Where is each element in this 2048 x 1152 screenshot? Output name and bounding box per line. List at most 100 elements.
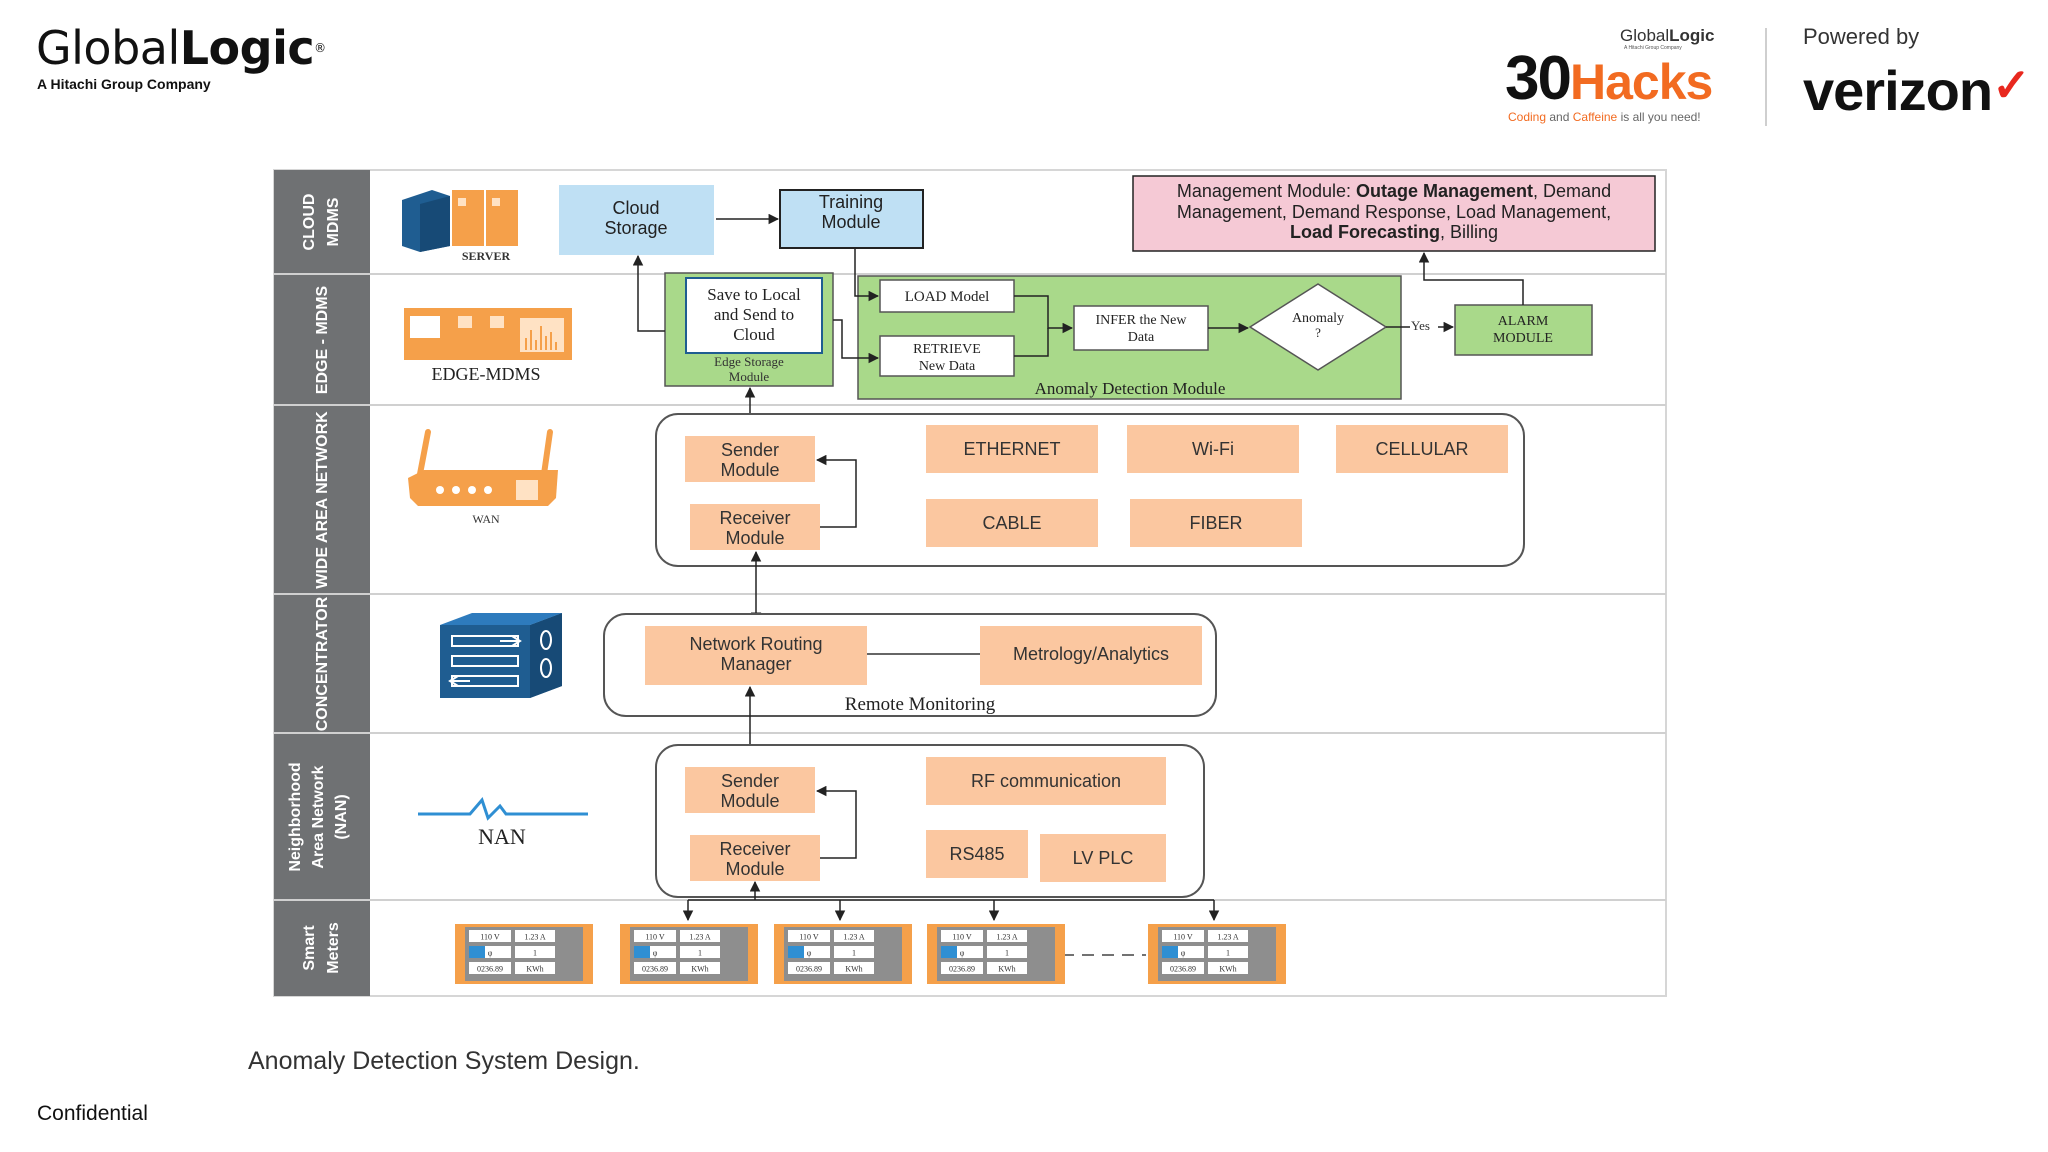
arrow-retrieve-to-infer [1014, 328, 1049, 357]
ethernet-box [926, 425, 1098, 473]
event-word: Hacks [1569, 54, 1713, 110]
meter-current: 1.23 A [1217, 933, 1239, 942]
meter-current: 1.23 A [996, 933, 1018, 942]
meter-cell [1162, 930, 1204, 942]
lane-label-meters-1: Smart [301, 925, 318, 971]
training-module-box [779, 189, 924, 249]
arrow-alarm-to-management [1418, 251, 1524, 305]
wan-sender-text-2: Module [720, 460, 779, 480]
lane-label-wan: WIDE AREA NETWORK [314, 411, 331, 589]
meter-cell [680, 930, 720, 942]
lane-label-edge: EDGE - MDMS [314, 285, 331, 394]
meter-unit: KWh [845, 965, 862, 974]
meter-cell [680, 946, 720, 958]
wan-router-icon [408, 429, 558, 506]
save-text-2: and Send to [714, 305, 794, 324]
management-text-1: Management Module: Outage Management, De… [1177, 181, 1611, 201]
meter-unit: KWh [1219, 965, 1236, 974]
meter-cell [1208, 930, 1248, 942]
yes-label: Yes [1411, 318, 1430, 333]
meter-current: 1.23 A [843, 933, 865, 942]
nan-receiver-text-2: Module [725, 859, 784, 879]
nan-receiver-box [690, 835, 820, 881]
cellular-box [1336, 425, 1508, 473]
meter-phi: φ [488, 949, 493, 958]
cable-text: CABLE [982, 513, 1041, 533]
logo-word-bold: Logic [179, 21, 315, 75]
event-slogan: Coding and Caffeine is all you need! [1508, 110, 1701, 124]
logo-tagline: A Hitachi Group Company [37, 76, 211, 92]
meter-cell [987, 946, 1027, 958]
metrology-box [980, 626, 1202, 685]
meter-phi: φ [960, 949, 965, 958]
event-small-tagline: A Hitachi Group Company [1624, 45, 1682, 51]
lane-label-nan-1: Neighborhood [287, 762, 304, 871]
event-small-brand-bold: Logic [1669, 26, 1715, 45]
wan-receiver-text-2: Module [725, 528, 784, 548]
network-routing-box [645, 626, 867, 685]
meter-current: 1.23 A [689, 933, 711, 942]
meter-cell [788, 930, 830, 942]
rf-communication-text: RF communication [971, 771, 1121, 791]
cloud-storage-text-1: Cloud [612, 198, 659, 218]
meter-reading: 0236.89 [642, 965, 668, 974]
event-slogan-4: is all you need! [1620, 110, 1701, 124]
fiber-text: FIBER [1189, 513, 1242, 533]
save-to-local-box [685, 277, 823, 354]
edge-device-icon [404, 308, 572, 360]
meter-voltage: 110 V [952, 933, 972, 942]
meter-value: 1 [1226, 949, 1230, 958]
meter-reading: 0236.89 [949, 965, 975, 974]
metrology-text: Metrology/Analytics [1013, 644, 1169, 664]
ethernet-text: ETHERNET [963, 439, 1060, 459]
management-text-1b: Outage Management [1356, 181, 1533, 201]
diagram-caption: Anomaly Detection System Design. [248, 1047, 640, 1075]
arrow-edge-storage-to-retrieve [833, 319, 880, 364]
meter-phi: φ [807, 949, 812, 958]
management-text-1c: , Demand [1533, 181, 1611, 201]
powered-by-label: Powered by [1803, 24, 1920, 49]
infer-text-1: INFER the New [1096, 313, 1188, 328]
lane-label-concentrator: CONCENTRATOR [314, 596, 331, 731]
meter-reading: 0236.89 [477, 965, 503, 974]
nan-sender-text-1: Sender [721, 771, 779, 791]
anomaly-text-2: ? [1315, 325, 1321, 340]
lane-label-meters-2: Meters [325, 922, 342, 974]
edge-mdms-label: EDGE-MDMS [431, 364, 540, 384]
meter-unit: KWh [691, 965, 708, 974]
meter-value: 1 [852, 949, 856, 958]
remote-monitoring-label: Remote Monitoring [845, 694, 996, 715]
wan-group-box [655, 413, 1525, 567]
fiber-box [1130, 499, 1302, 547]
save-text-3: Cloud [733, 325, 775, 344]
meter-cell [834, 946, 874, 958]
event-number: 30 [1505, 44, 1572, 113]
nan-label: NAN [478, 824, 526, 849]
event-logo: GlobalLogic A Hitachi Group Company 30Ha… [1500, 20, 1740, 130]
alarm-text-1: ALARM [1498, 314, 1549, 329]
meter-cell [941, 962, 983, 974]
cellular-text: CELLULAR [1375, 439, 1468, 459]
meter-cell [515, 930, 555, 942]
event-slogan-1: Coding [1508, 110, 1547, 124]
wifi-box [1127, 425, 1299, 473]
wifi-text: Wi-Fi [1192, 439, 1234, 459]
meter-cell [834, 962, 874, 974]
rf-communication-box [926, 757, 1166, 805]
meter-cell [634, 930, 676, 942]
cloud-storage-box [559, 185, 714, 255]
meter-cell [987, 962, 1027, 974]
anomaly-decision-diamond [1248, 283, 1388, 371]
event-slogan-2: and [1549, 110, 1570, 124]
meter-blue-indicator [788, 946, 804, 958]
meter-voltage: 110 V [1173, 933, 1193, 942]
meter-cell [1208, 946, 1248, 958]
retrieve-box [879, 335, 1015, 377]
nan-loop-arrow [815, 785, 857, 859]
management-text-3: Load Forecasting, Billing [1290, 222, 1498, 242]
training-module-text-1: Training [819, 192, 883, 212]
retrieve-text-2: New Data [919, 359, 976, 374]
edge-storage-label-1: Edge Storage [714, 354, 784, 369]
